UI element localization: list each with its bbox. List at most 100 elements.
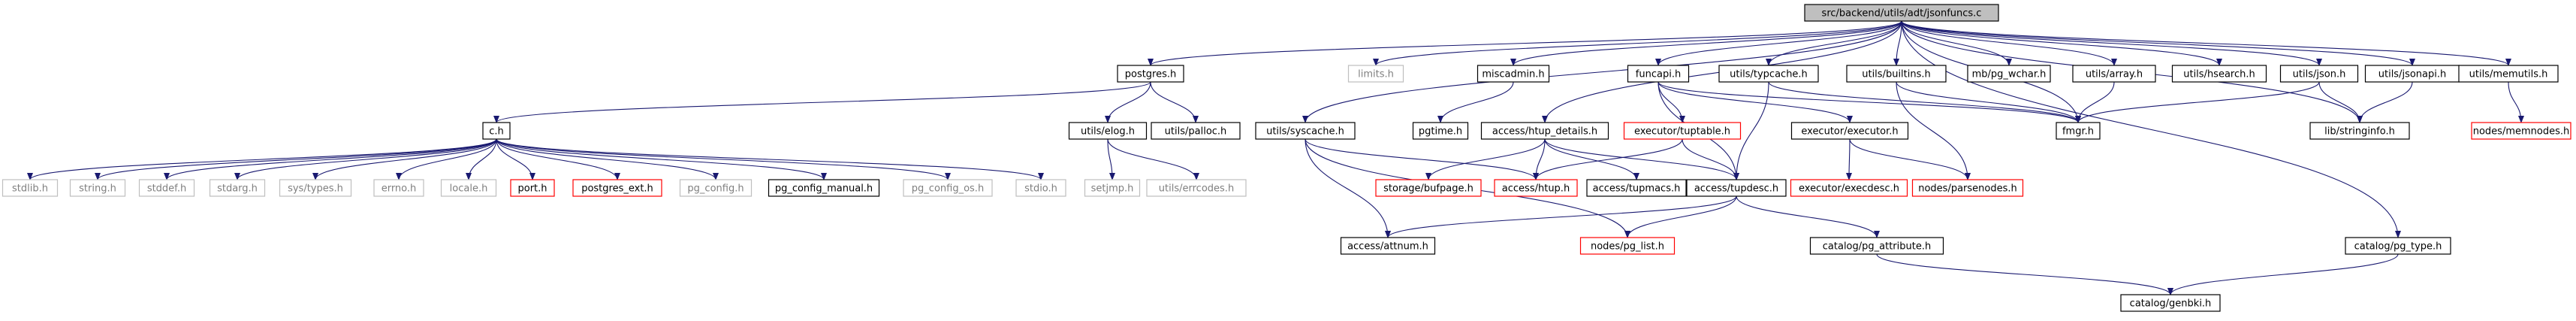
edge-root-to-limits: [1373, 20, 1902, 66]
edge-c-to-pgconfigmanual: [496, 138, 827, 180]
node-setjmp[interactable]: setjmp.h: [1084, 179, 1141, 197]
node-miscadmin[interactable]: miscadmin.h: [1477, 65, 1550, 83]
edge-c-to-pgconfig: [496, 138, 719, 180]
node-box-builtins: [1846, 65, 1947, 83]
node-pgtype[interactable]: catalog/pg_type.h: [2345, 237, 2451, 255]
node-box-fmgr: [2056, 122, 2101, 140]
edge-elog-to-setjmp: [1107, 138, 1115, 180]
node-memnodes[interactable]: nodes/memnodes.h: [2471, 122, 2571, 140]
node-stdio[interactable]: stdio.h: [1015, 179, 1066, 197]
edge-jsonapi-to-stringinfo: [2357, 81, 2413, 123]
edge-htupdetails-to-tupmacs: [1544, 138, 1639, 180]
node-label-stdio: stdio.h: [1024, 183, 1057, 195]
node-box-pgwchar: [1967, 65, 2051, 83]
node-label-errcodes: utils/errcodes.h: [1159, 183, 1234, 195]
node-box-memutils: [2458, 65, 2559, 83]
node-string[interactable]: string.h: [69, 179, 126, 197]
node-box-genbki: [2120, 294, 2221, 312]
node-parsenodes[interactable]: nodes/parsenodes.h: [1911, 179, 2024, 197]
node-elog[interactable]: utils/elog.h: [1068, 122, 1148, 140]
node-label-htup: access/htup.h: [1502, 183, 1570, 195]
node-locale[interactable]: locale.h: [440, 179, 497, 197]
edge-builtins-to-fmgr: [1896, 81, 2081, 123]
node-label-setjmp: setjmp.h: [1091, 183, 1134, 195]
node-pgconfig[interactable]: pg_config.h: [679, 179, 753, 197]
node-box-setjmp: [1084, 179, 1141, 197]
node-attnum[interactable]: access/attnum.h: [1340, 237, 1436, 255]
node-limits[interactable]: limits.h: [1347, 65, 1404, 83]
node-box-postgres: [1117, 65, 1184, 83]
node-pgattribute[interactable]: catalog/pg_attribute.h: [1809, 237, 1944, 255]
node-palloc[interactable]: utils/palloc.h: [1151, 122, 1241, 140]
node-pgwchar[interactable]: mb/pg_wchar.h: [1967, 65, 2051, 83]
node-tupdesc[interactable]: access/tupdesc.h: [1686, 179, 1787, 197]
node-execdesc[interactable]: executor/execdesc.h: [1790, 179, 1908, 197]
edge-tupdesc-to-pgattribute: [1736, 195, 1880, 238]
node-label-tupdesc: access/tupdesc.h: [1694, 183, 1778, 195]
edge-postgres-to-elog: [1105, 81, 1151, 123]
edge-c-to-pgconfigos: [496, 138, 951, 180]
node-box-htup: [1494, 179, 1578, 197]
node-builtins[interactable]: utils/builtins.h: [1846, 65, 1947, 83]
node-root[interactable]: src/backend/utils/adt/jsonfuncs.c: [1804, 4, 1999, 22]
node-tuptable[interactable]: executor/tuptable.h: [1623, 122, 1742, 140]
node-postgres[interactable]: postgres.h: [1117, 65, 1184, 83]
node-syscache[interactable]: utils/syscache.h: [1255, 122, 1356, 140]
edge-root-to-json: [1901, 20, 2322, 66]
node-box-elog: [1068, 122, 1148, 140]
node-pglist[interactable]: nodes/pg_list.h: [1579, 237, 1676, 255]
node-typcache[interactable]: utils/typcache.h: [1718, 65, 1819, 83]
node-box-typcache: [1718, 65, 1819, 83]
edge-c-to-stdarg: [234, 138, 497, 180]
node-pgconfigos[interactable]: pg_config_os.h: [903, 179, 993, 197]
node-box-parsenodes: [1911, 179, 2024, 197]
node-box-executor: [1790, 122, 1909, 140]
node-tupmacs[interactable]: access/tupmacs.h: [1586, 179, 1687, 197]
node-pgtime[interactable]: pgtime.h: [1412, 122, 1469, 140]
node-htupdetails[interactable]: access/htup_details.h: [1480, 122, 1609, 140]
node-jsonapi[interactable]: utils/jsonapi.h: [2364, 65, 2460, 83]
node-stdlib[interactable]: stdlib.h: [2, 179, 59, 197]
edge-c-to-stdlib: [27, 138, 497, 180]
node-port[interactable]: port.h: [510, 179, 555, 197]
node-stringinfo[interactable]: lib/stringinfo.h: [2309, 122, 2410, 140]
node-box-palloc: [1151, 122, 1241, 140]
node-postgresext[interactable]: postgres_ext.h: [572, 179, 662, 197]
node-label-postgresext: postgres_ext.h: [581, 183, 653, 195]
node-label-genbki: catalog/genbki.h: [2130, 298, 2212, 310]
edge-memutils-to-memnodes: [2508, 81, 2524, 123]
edge-json-to-fmgr: [2075, 81, 2320, 123]
node-box-funcapi: [1627, 65, 1690, 83]
node-box-pgtime: [1412, 122, 1469, 140]
node-box-string: [69, 179, 126, 197]
edge-root-to-array: [1901, 20, 2117, 66]
node-stdarg[interactable]: stdarg.h: [209, 179, 266, 197]
node-errcodes[interactable]: utils/errcodes.h: [1146, 179, 1247, 197]
node-label-pgtime: pgtime.h: [1419, 126, 1462, 138]
node-json[interactable]: utils/json.h: [2279, 65, 2359, 83]
node-c[interactable]: c.h: [482, 122, 511, 140]
node-genbki[interactable]: catalog/genbki.h: [2120, 294, 2221, 312]
node-label-jsonapi: utils/jsonapi.h: [2378, 69, 2447, 80]
node-bufpage[interactable]: storage/bufpage.h: [1375, 179, 1482, 197]
node-stddef[interactable]: stddef.h: [138, 179, 195, 197]
node-box-json: [2279, 65, 2359, 83]
node-fmgr[interactable]: fmgr.h: [2056, 122, 2101, 140]
node-executor[interactable]: executor/executor.h: [1790, 122, 1909, 140]
node-label-pgconfigmanual: pg_config_manual.h: [775, 183, 873, 195]
node-pgconfigmanual[interactable]: pg_config_manual.h: [768, 179, 880, 197]
node-array[interactable]: utils/array.h: [2072, 65, 2156, 83]
node-errno[interactable]: errno.h: [373, 179, 424, 197]
node-funcapi[interactable]: funcapi.h: [1627, 65, 1690, 83]
node-label-memutils: utils/memutils.h: [2469, 69, 2548, 80]
edge-pgtype-to-genbki: [2167, 253, 2399, 295]
node-hsearch[interactable]: utils/hsearch.h: [2171, 65, 2267, 83]
node-memutils[interactable]: utils/memutils.h: [2458, 65, 2559, 83]
node-systypes[interactable]: sys/types.h: [279, 179, 352, 197]
node-box-postgresext: [572, 179, 662, 197]
node-htup[interactable]: access/htup.h: [1494, 179, 1578, 197]
node-label-pgtype: catalog/pg_type.h: [2354, 241, 2442, 253]
edge-miscadmin-to-pgtime: [1437, 81, 1514, 123]
node-label-tupmacs: access/tupmacs.h: [1593, 183, 1681, 195]
